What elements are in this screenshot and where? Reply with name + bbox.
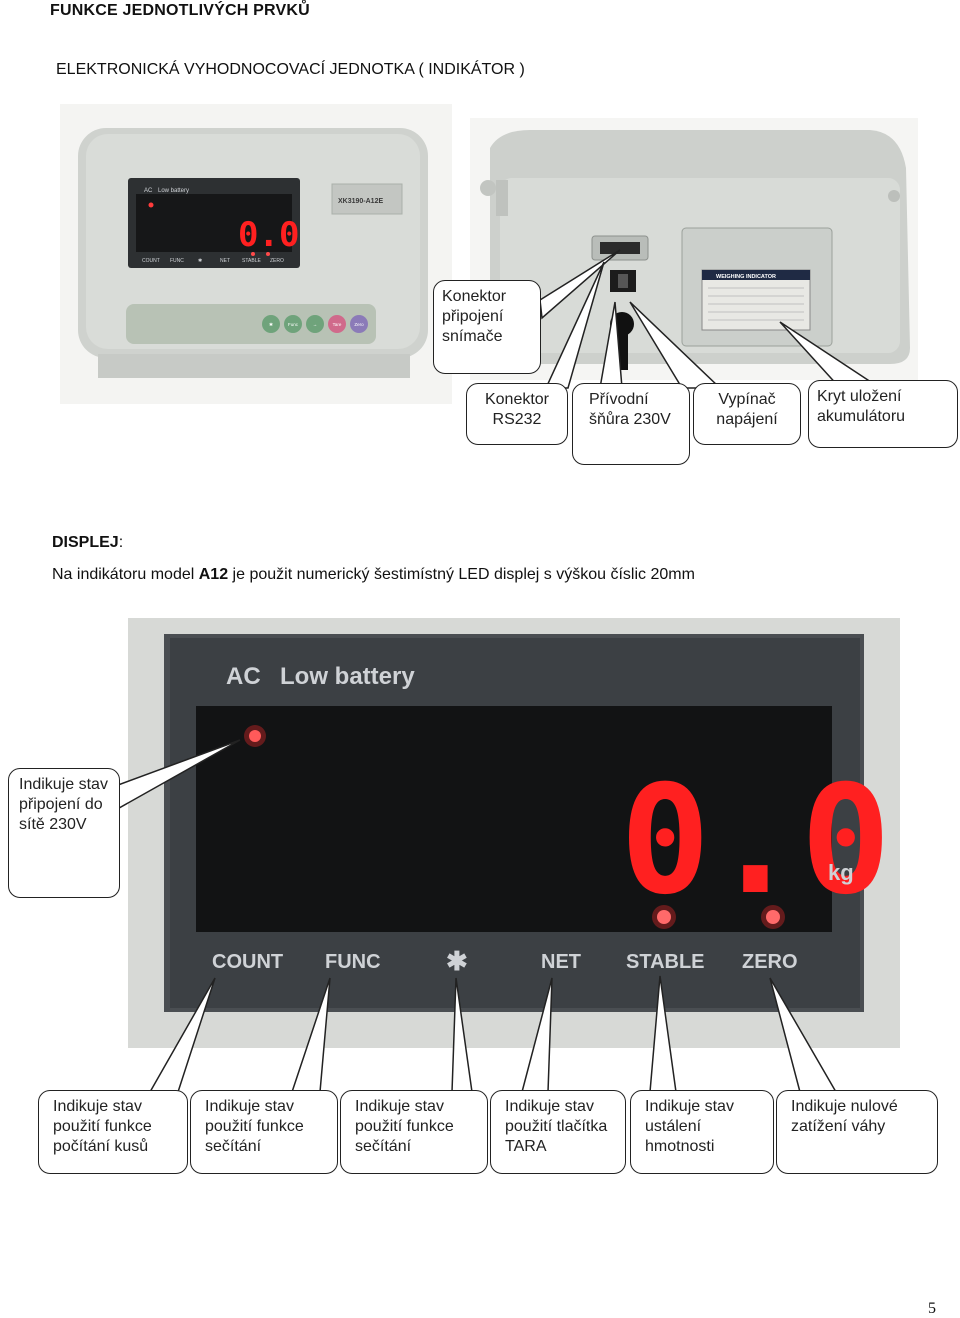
indicator-back-photo: WEIGHING INDICATOR — [470, 118, 918, 380]
front-label-count: COUNT — [142, 258, 160, 264]
front-model-plate: XK3190-A12E — [338, 198, 383, 205]
display-text-after: je použit numerický šestimístný LED disp… — [228, 566, 695, 583]
front-key-label: Func — [288, 322, 299, 327]
front-key-label: ✱ — [269, 322, 273, 327]
callout-power-cord: Přívodní šňůra 230V — [572, 383, 690, 465]
callout-rs232-connector: Konektor RS232 — [466, 383, 568, 445]
front-label-zero: ZERO — [270, 258, 284, 264]
display-text-before: Na indikátoru model — [52, 566, 199, 583]
display-label-star: ✱ — [446, 946, 468, 976]
front-key-label: Zero — [354, 322, 364, 327]
display-description: Na indikátoru model A12 je použit numeri… — [52, 566, 695, 584]
display-section-heading: DISPLEJ: — [52, 534, 123, 552]
section-subtitle: ELEKTRONICKÁ VYHODNOCOVACÍ JEDNOTKA ( IN… — [56, 61, 525, 78]
callout-func-indicator: Indikuje stav použití funkce sečítání — [190, 1090, 338, 1174]
top-callout-pointers — [539, 249, 883, 389]
callout-mains-indicator: Indikuje stav připojení do sítě 230V — [8, 768, 120, 898]
display-heading-colon: : — [118, 534, 124, 551]
callout-load-cell-connector: Konektor připojení snímače — [433, 280, 541, 374]
callout-stable-indicator: Indikuje stav ustálení hmotnosti — [630, 1090, 774, 1174]
front-label-func: FUNC — [170, 258, 184, 264]
display-unit: kg — [828, 860, 854, 885]
front-label-stable: STABLE — [242, 258, 261, 264]
callout-star-indicator: Indikuje stav použití funkce sečítání — [340, 1090, 488, 1174]
front-display-reading: 0.0 — [238, 215, 299, 255]
display-label-func: FUNC — [325, 951, 381, 973]
front-panel-label-low-battery: Low battery — [158, 188, 189, 194]
front-key-label: Tare — [333, 322, 342, 327]
front-label-star: ✱ — [198, 258, 202, 264]
page-number: 5 — [928, 1300, 936, 1317]
front-panel-label-ac: AC — [144, 188, 153, 194]
front-label-net: NET — [220, 258, 230, 264]
display-heading-text: DISPLEJ — [52, 534, 119, 551]
display-model: A12 — [198, 566, 229, 583]
display-reading: 0.0 — [620, 754, 891, 928]
callout-net-indicator: Indikuje stav použití tlačítka TARA — [490, 1090, 626, 1174]
indicator-front-photo: AC Low battery 0.0 COUNT FUNC ✱ NET STAB… — [60, 104, 452, 404]
display-closeup-photo: AC Low battery 0.0 kg COUNT FUNC ✱ NET S… — [128, 618, 900, 1048]
display-label-stable: STABLE — [626, 951, 705, 973]
back-label-title: WEIGHING INDICATOR — [716, 274, 776, 280]
callout-battery-cover: Kryt uložení akumulátoru — [808, 380, 958, 448]
front-key-label: → — [313, 322, 318, 327]
callout-count-indicator: Indikuje stav použití funkce počítání ku… — [38, 1090, 188, 1174]
page-title: FUNKCE JEDNOTLIVÝCH PRVKŮ — [50, 2, 310, 19]
display-label-count: COUNT — [212, 951, 283, 973]
display-label-low-battery: Low battery — [280, 663, 415, 690]
front-keypad: ✱ Func → Tare Zero — [262, 315, 368, 333]
callout-power-switch: Vypínač napájení — [693, 383, 801, 445]
display-label-net: NET — [541, 951, 581, 973]
callout-zero-indicator: Indikuje nulové zatížení váhy — [776, 1090, 938, 1174]
display-label-ac: AC — [226, 663, 261, 690]
display-label-zero: ZERO — [742, 951, 798, 973]
